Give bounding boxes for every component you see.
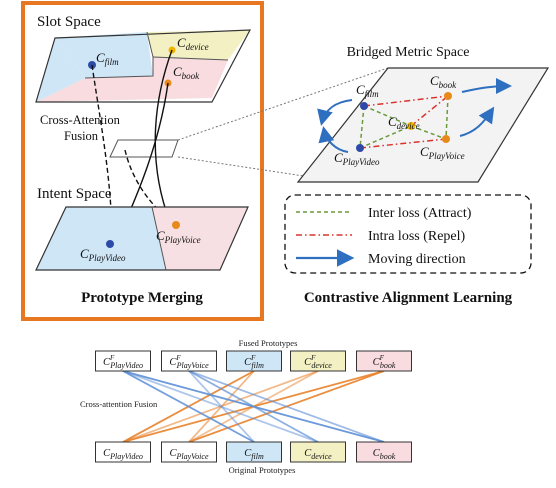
fused-box-rect-film — [226, 350, 282, 372]
intent-space-label: Intent Space — [37, 186, 112, 202]
node-playvoice-intent — [172, 221, 180, 229]
label-device-slot: Cdevice — [177, 35, 209, 52]
bottom-connection-lines — [122, 370, 385, 443]
node-playvideo-metric — [356, 144, 364, 152]
moving-arrow-book — [461, 78, 512, 95]
label-book-metric: Cbook — [430, 73, 457, 90]
cross-attention-fusion-label: Cross-attention Fusion — [80, 399, 158, 409]
legend-intra-label: Intra loss (Repel) — [368, 229, 466, 244]
slot-region-film — [55, 32, 153, 78]
connection-line-book-to-playvoice — [188, 370, 385, 443]
original-box-rect-film — [226, 441, 282, 463]
bottom-panel: Fused Prototypes Cross-attention Fusion … — [80, 338, 412, 475]
connection-line-film-to-playvideo — [122, 370, 255, 443]
label-playvoice-intent: CPlayVoice — [156, 228, 201, 245]
legend-inter-label: Inter loss (Attract) — [368, 206, 472, 221]
intra-loss-playvideo-playvoice — [359, 138, 447, 149]
prototype-merging-caption: Prototype Merging — [81, 290, 203, 306]
original-label-book: Cbook — [373, 448, 396, 461]
fusion-plane — [109, 139, 179, 158]
slot-region-book — [153, 57, 228, 98]
original-label-device: Cdevice — [304, 448, 332, 461]
slot-space-plane — [35, 29, 252, 103]
legend-moving-label: Moving direction — [368, 252, 466, 267]
bridged-metric-space-label: Bridged Metric Space — [347, 45, 470, 60]
fused-box-rect-book — [356, 350, 412, 372]
fused-box-rect-device — [290, 350, 346, 372]
arrow-device-to-playvoice — [154, 49, 173, 225]
original-box-rect-device — [290, 441, 346, 463]
intra-loss-film-book — [363, 95, 449, 107]
cross-attention-label-2: Fusion — [64, 129, 99, 143]
intent-region-playvideo — [36, 207, 166, 270]
original-label-playvoice: CPlayVoice — [170, 448, 209, 461]
node-device-metric — [407, 122, 415, 130]
label-device-metric: Cdevice — [388, 114, 420, 131]
prototype-merging-frame — [21, 1, 264, 321]
original-box-rect-book — [356, 441, 412, 463]
node-playvoice-metric — [442, 135, 450, 143]
original-box-playvoice: CPlayVoice — [161, 441, 217, 463]
inter-loss-playvideo-device — [359, 125, 412, 149]
original-box-book: Cbook — [356, 441, 412, 463]
projection-line-top — [177, 67, 389, 141]
node-film-metric — [360, 102, 368, 110]
connection-line-book-to-playvideo — [122, 370, 385, 443]
fused-box-rect-playvideo — [95, 350, 151, 372]
original-label-film: Cfilm — [244, 448, 264, 461]
node-book-metric — [444, 92, 452, 100]
label-film-metric: Cfilm — [356, 82, 379, 99]
slot-space-label: Slot Space — [37, 14, 101, 30]
fused-box-rect-playvoice — [161, 350, 217, 372]
original-box-playvideo: CPlayVideo — [95, 441, 151, 463]
label-playvideo-intent: CPlayVideo — [80, 246, 126, 263]
label-playvideo-metric: CPlayVideo — [334, 150, 380, 167]
label-playvoice-metric: CPlayVoice — [420, 144, 465, 161]
label-book-slot: Cbook — [173, 64, 200, 81]
cross-attention-label-1: Cross-Attention — [40, 113, 121, 127]
original-prototypes-label: Original Prototypes — [229, 465, 296, 475]
connection-line-device-to-playvideo — [122, 370, 319, 443]
intent-space-plane — [35, 206, 249, 271]
inter-loss-book-playvoice — [445, 95, 449, 140]
label-film-slot: Cfilm — [96, 50, 119, 67]
inter-loss-film-playvideo — [359, 105, 365, 149]
contrastive-alignment-caption: Contrastive Alignment Learning — [304, 290, 513, 306]
arrow-fusion-to-playvoice — [124, 149, 173, 223]
slot-region-film-lower — [36, 38, 85, 102]
original-box-rect-playvoice — [161, 441, 217, 463]
moving-arrow-film — [317, 99, 353, 126]
fused-prototypes-label: Fused Prototypes — [239, 338, 298, 348]
original-label-playvideo: CPlayVideo — [103, 448, 143, 461]
inter-loss-device-playvoice — [410, 125, 447, 140]
original-box-film: Cfilm — [226, 441, 282, 463]
slot-divider — [84, 31, 154, 79]
moving-arrow-playvideo — [318, 126, 349, 153]
moving-arrow-playvoice — [459, 106, 495, 137]
node-playvideo-intent — [106, 240, 114, 248]
original-box-device: Cdevice — [290, 441, 346, 463]
intent-divider — [151, 206, 167, 271]
slot-divider-2 — [152, 56, 229, 61]
bridged-metric-plane — [296, 67, 550, 183]
inter-loss-film-device — [363, 105, 412, 127]
original-box-rect-playvideo — [95, 441, 151, 463]
intra-loss-device-book — [410, 95, 449, 127]
